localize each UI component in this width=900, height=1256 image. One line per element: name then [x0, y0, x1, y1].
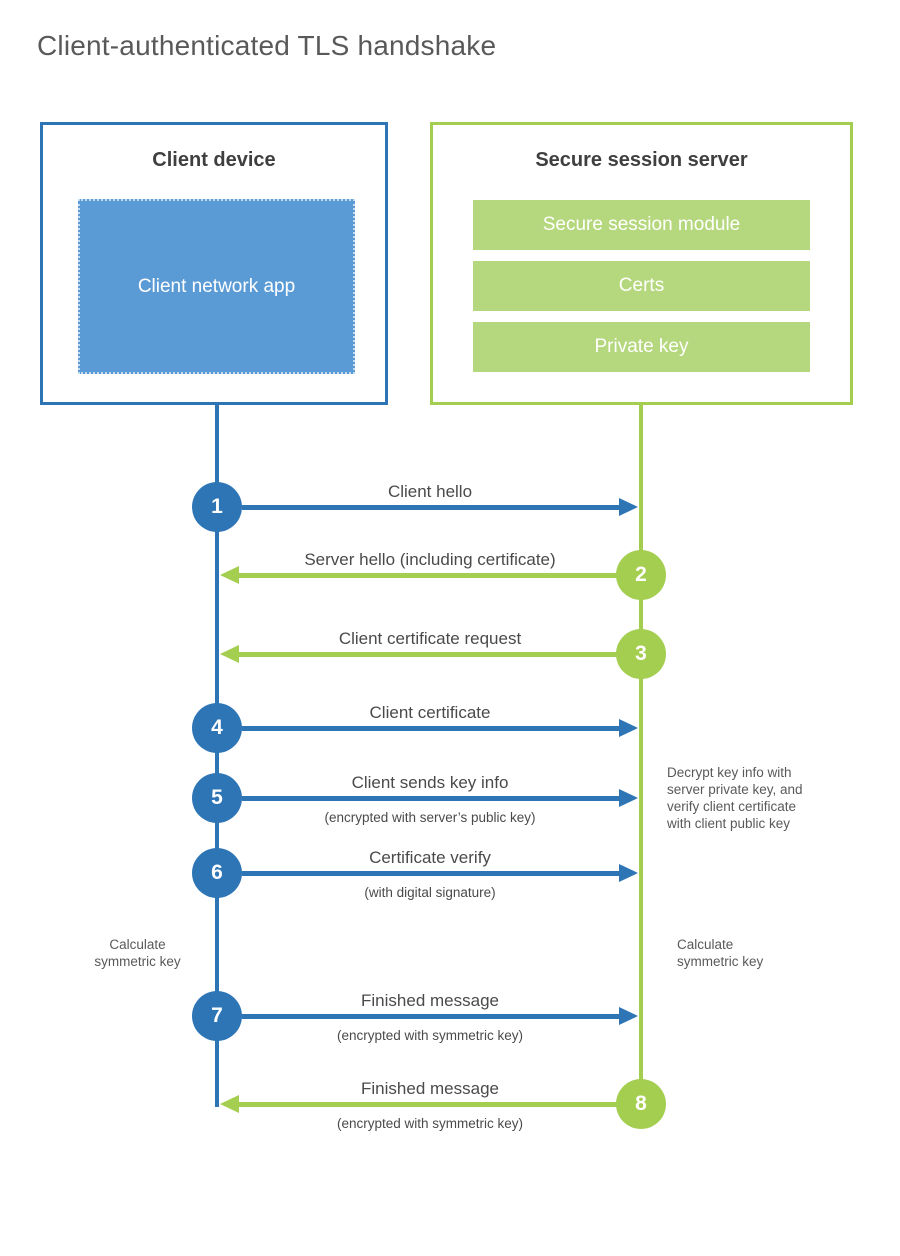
step-2-label: Server hello (including certificate)	[304, 550, 556, 569]
step-5-label: Client sends key info	[351, 773, 509, 792]
step-4-arrowhead-icon	[619, 719, 638, 737]
client-device-box: Client device Client network app	[40, 122, 388, 405]
page-title: Client-authenticated TLS handshake	[37, 30, 497, 61]
step-6-circle: 6	[192, 848, 242, 898]
step-8-sublabel: (encrypted with symmetric key)	[336, 1116, 524, 1131]
step-8-arrowhead-icon	[220, 1095, 239, 1113]
step-1-arrow	[242, 505, 619, 510]
client-calc-note: Calculate symmetric key	[94, 937, 181, 969]
step-6-arrow	[242, 871, 619, 876]
step-7-sublabel: (encrypted with symmetric key)	[336, 1028, 524, 1043]
step-1-circle: 1	[192, 482, 242, 532]
server-lifeline	[639, 404, 643, 1128]
secure-session-server-box: Secure session server Secure session mod…	[430, 122, 853, 405]
step-6-arrowhead-icon	[619, 864, 638, 882]
step-3-arrowhead-icon	[220, 645, 239, 663]
step-3-arrow	[239, 652, 617, 657]
step-3-label: Client certificate request	[338, 629, 522, 648]
server-decrypt-note: Decrypt key info with server private key…	[667, 765, 803, 831]
client-device-title: Client device	[152, 149, 276, 171]
step-4-label: Client certificate	[369, 703, 491, 722]
step-1-arrowhead-icon	[619, 498, 638, 516]
step-5-sublabel: (encrypted with server’s public key)	[324, 810, 536, 825]
step-6-label: Certificate verify	[369, 848, 491, 867]
step-5-arrow	[242, 796, 619, 801]
client-network-app-label: Client network app	[137, 276, 296, 297]
server-module-private-key: Private key	[473, 322, 810, 372]
step-7-circle: 7	[192, 991, 242, 1041]
step-6-sublabel: (with digital signature)	[364, 885, 496, 900]
step-7-label: Finished message	[361, 991, 499, 1010]
step-2-arrowhead-icon	[220, 566, 239, 584]
step-8-arrow	[239, 1102, 617, 1107]
step-5-circle: 5	[192, 773, 242, 823]
step-1-label: Client hello	[387, 482, 473, 501]
step-7-arrowhead-icon	[619, 1007, 638, 1025]
server-calc-note: Calculate symmetric key	[677, 937, 764, 969]
step-4-arrow	[242, 726, 619, 731]
client-lifeline	[215, 404, 219, 1107]
client-network-app-box: Client network app	[78, 199, 355, 374]
server-module-certs: Certs	[473, 261, 810, 311]
step-2-circle: 2	[616, 550, 666, 600]
step-3-circle: 3	[616, 629, 666, 679]
step-2-arrow	[239, 573, 617, 578]
step-8-label: Finished message	[361, 1079, 499, 1098]
step-8-circle: 8	[616, 1079, 666, 1129]
step-4-circle: 4	[192, 703, 242, 753]
server-module-secure-session: Secure session module	[473, 200, 810, 250]
secure-session-server-title: Secure session server	[535, 149, 748, 171]
step-7-arrow	[242, 1014, 619, 1019]
step-5-arrowhead-icon	[619, 789, 638, 807]
